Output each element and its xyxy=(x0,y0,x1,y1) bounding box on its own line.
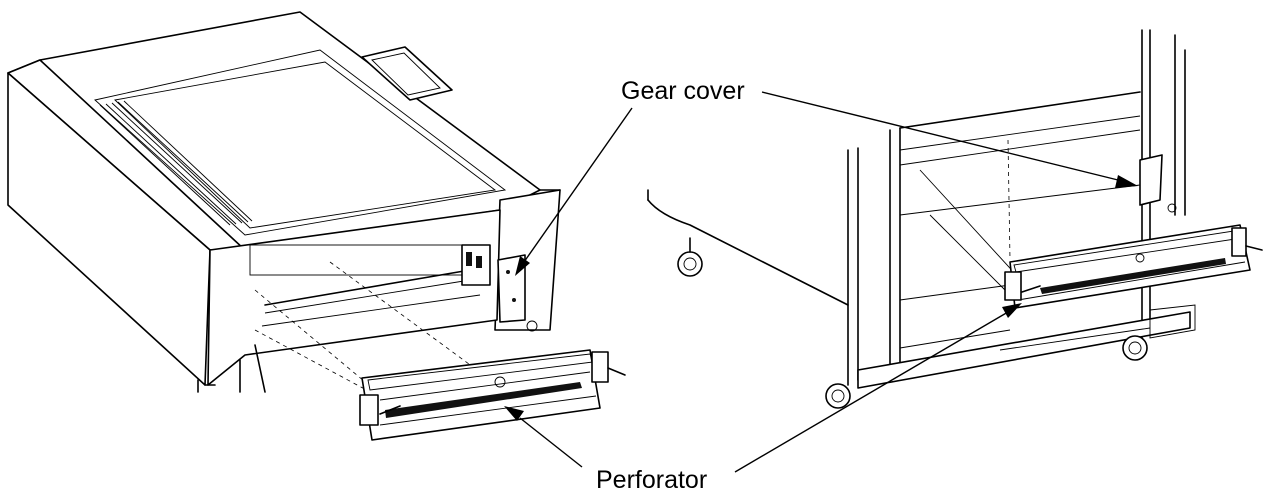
left-perforator-illustration xyxy=(359,349,626,441)
gear-cover-label: Gear cover xyxy=(621,77,745,105)
left-machine-illustration xyxy=(7,11,561,401)
gear-cover-leader-right xyxy=(761,91,1123,182)
gear-cover-arrowhead-right xyxy=(1115,175,1138,188)
gear-cover-callout: Gear cover xyxy=(515,77,1138,276)
gear-cover-arrowhead-left xyxy=(515,256,530,276)
perforator-arrowhead-right xyxy=(1002,303,1022,318)
gear-cover-leader-left xyxy=(523,107,633,263)
perforator-callout: Perforator xyxy=(504,303,1022,494)
perforator-leader-right xyxy=(734,311,1009,473)
perforator-leader-left xyxy=(519,417,583,468)
right-cabinet-illustration xyxy=(647,29,1196,409)
perforator-label: Perforator xyxy=(596,466,707,494)
right-perforator-illustration xyxy=(1004,224,1263,309)
perforator-arrowhead-left xyxy=(504,406,524,421)
